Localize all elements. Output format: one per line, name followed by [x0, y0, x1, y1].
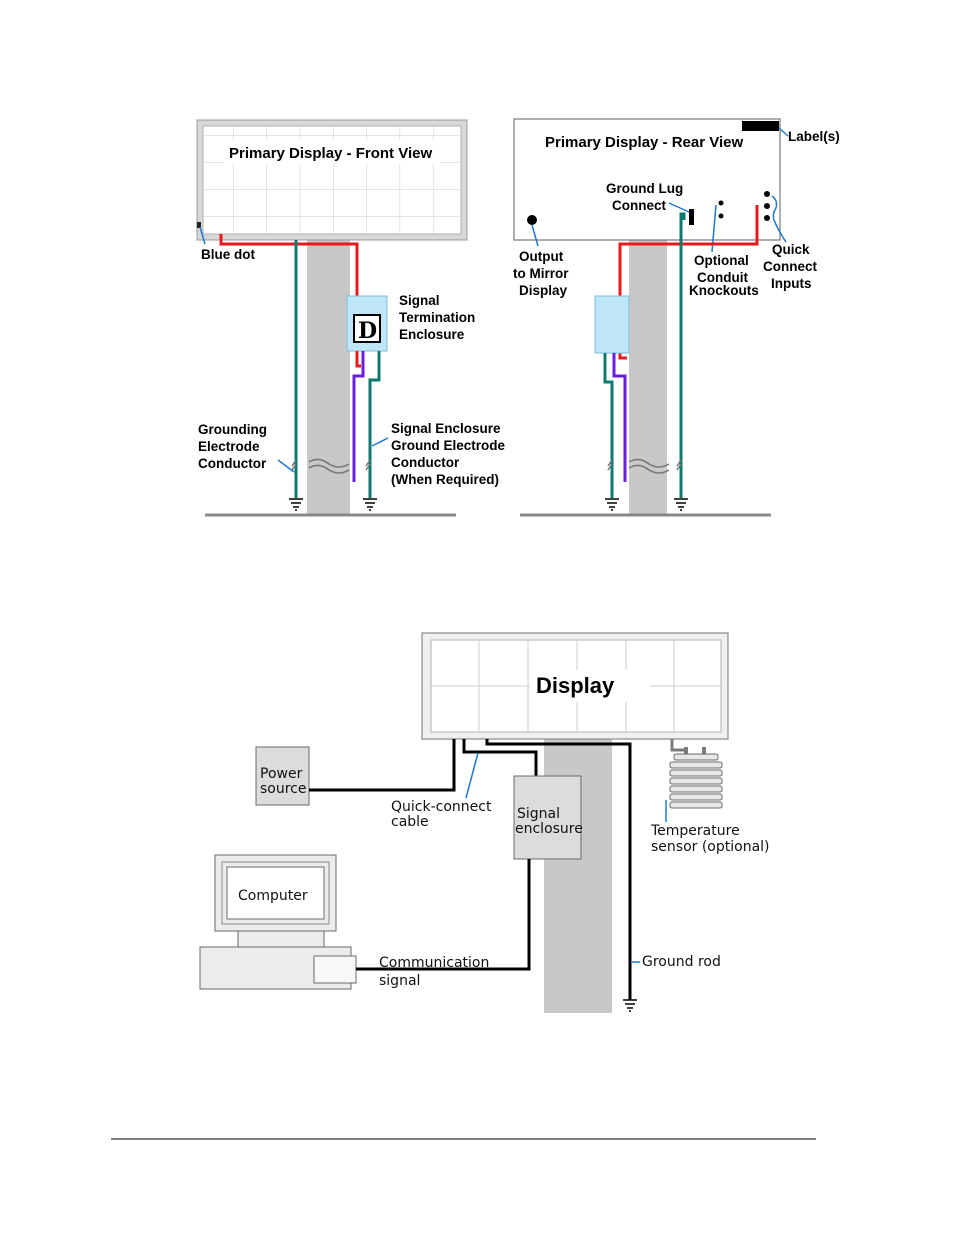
system-diagram: Display Power source Quick-connect cable… — [199, 632, 770, 1013]
power-source-box — [255, 746, 310, 806]
signal-ground-label-4: (When Required) — [391, 472, 499, 487]
signal-term-label-2: Termination — [399, 310, 475, 325]
signal-enclosure-label-1: Signal — [517, 806, 560, 822]
ground-lug-label-1: Ground Lug — [606, 181, 683, 196]
temperature-label-1: Temperature — [650, 823, 740, 839]
rear-red-cable — [618, 205, 759, 360]
system-display-title: Display — [536, 673, 615, 698]
labels-leader — [778, 127, 789, 137]
front-ground-symbol-2 — [363, 498, 377, 511]
rear-display-panel — [513, 118, 781, 241]
communication-cable — [356, 859, 531, 971]
front-purple-wire — [352, 351, 365, 482]
front-break-mark — [291, 458, 350, 471]
rear-label-block — [742, 121, 779, 131]
knockout-2 — [718, 213, 724, 219]
quick-label-1: Quick — [772, 242, 810, 257]
quick-connect-1 — [764, 191, 770, 197]
temperature-label-2: sensor (optional) — [651, 839, 770, 855]
mirror-output-leader — [531, 224, 539, 247]
communication-label-1: Communication — [379, 955, 489, 971]
signal-ground-label-1: Signal Enclosure — [391, 421, 501, 436]
ground-lug — [689, 209, 694, 225]
grounding-leader — [277, 459, 295, 473]
signal-term-label-3: Enclosure — [399, 327, 465, 342]
quick-connect-3 — [764, 215, 770, 221]
grounding-label-2: Electrode — [198, 439, 260, 454]
front-ground-symbol-1 — [289, 498, 303, 511]
front-pole — [307, 240, 350, 515]
rear-view: Label(s) Primary Display - Rear View Out… — [513, 118, 840, 517]
power-source-label-1: Power — [260, 766, 303, 782]
grounding-label-3: Conductor — [198, 456, 267, 471]
signal-enclosure-label-2: enclosure — [515, 821, 583, 837]
quick-connect-cable — [462, 739, 538, 776]
quick-connect-leader — [771, 195, 787, 243]
system-signal-enclosure — [513, 775, 582, 860]
conduit-label-3: Knockouts — [689, 283, 759, 298]
quick-cable-leader — [465, 752, 479, 799]
blue-dot-leader — [199, 226, 206, 245]
blue-dot-label: Blue dot — [201, 247, 255, 262]
ground-lug-leader — [668, 202, 690, 213]
ground-rod-label: Ground rod — [642, 954, 721, 970]
power-source-label-2: source — [260, 781, 307, 797]
front-red-cable — [219, 234, 359, 296]
output-label-3: Display — [519, 283, 568, 298]
front-view-title: Primary Display - Front View — [229, 145, 432, 162]
output-label-1: Output — [519, 249, 564, 264]
conduit-label-1: Optional — [694, 253, 749, 268]
d-logo-box — [353, 314, 381, 343]
rear-ground-symbol-2 — [674, 498, 688, 511]
mirror-output-dot — [527, 215, 537, 225]
system-display-title-bg — [530, 670, 650, 702]
ground-lug-label-2: Connect — [612, 198, 667, 213]
output-label-2: to Mirror — [513, 266, 569, 281]
system-ground-symbol — [623, 999, 637, 1012]
d-logo: D — [358, 318, 377, 344]
rear-break-mark — [607, 458, 682, 474]
grounding-label-1: Grounding — [198, 422, 267, 437]
signal-term-label-1: Signal — [399, 293, 440, 308]
quick-cable-label-1: Quick-connect — [391, 799, 492, 815]
signal-ground-leader — [371, 437, 389, 447]
signal-ground-label-3: Conductor — [391, 455, 460, 470]
rear-pole — [629, 240, 667, 515]
display-to-ground-cable — [485, 739, 632, 1000]
computer — [199, 854, 357, 990]
rear-purple-wire — [612, 353, 627, 482]
quick-connect-2 — [764, 203, 770, 209]
communication-label-2: signal — [379, 973, 420, 989]
rear-signal-enclosure — [594, 295, 630, 354]
computer-label: Computer — [238, 888, 308, 904]
quick-label-3: Inputs — [771, 276, 812, 291]
signal-ground-label-2: Ground Electrode — [391, 438, 506, 453]
temperature-sensor — [669, 739, 723, 809]
quick-label-2: Connect — [763, 259, 818, 274]
labels-label: Label(s) — [788, 129, 840, 144]
conduit-label-2: Conduit — [697, 270, 748, 285]
front-view: Primary Display - Front View Blue dot D … — [196, 119, 506, 517]
front-title-bg — [224, 140, 440, 164]
rear-view-title: Primary Display - Rear View — [545, 134, 743, 151]
rear-teal-wire — [603, 353, 614, 498]
front-red-stub — [355, 351, 361, 368]
quick-cable-label-2: cable — [391, 814, 429, 830]
rear-ground-symbol-1 — [605, 498, 619, 511]
knockout-1 — [718, 200, 724, 206]
power-cable — [309, 739, 456, 792]
front-break-mark-2 — [308, 459, 371, 474]
blue-dot — [197, 222, 201, 228]
front-teal-wire — [368, 351, 381, 498]
rear-ground-conductor — [679, 212, 686, 498]
